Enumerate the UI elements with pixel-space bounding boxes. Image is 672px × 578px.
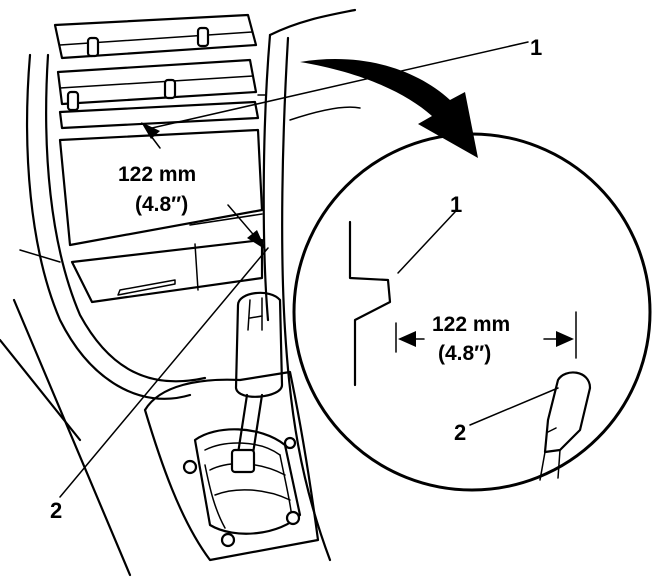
shift-lever xyxy=(230,291,284,474)
center-console xyxy=(0,8,361,577)
dimension-detail-in: (4.8″) xyxy=(438,342,491,365)
zoom-arrow xyxy=(300,59,478,158)
detail-view xyxy=(292,132,652,492)
dimension-detail-mm: 122 mm xyxy=(432,313,510,336)
leader-lines xyxy=(59,41,559,498)
radio-panel xyxy=(53,13,260,130)
dimension-arrows-detail xyxy=(395,311,577,359)
callout-1-main: 1 xyxy=(530,35,542,60)
dimension-main-mm: 122 mm xyxy=(118,163,196,186)
dimension-arrows-main xyxy=(141,122,266,250)
callout-2-detail: 2 xyxy=(454,420,466,445)
shifter-base xyxy=(143,370,320,562)
storage-compartment xyxy=(58,128,264,304)
callout-1-detail: 1 xyxy=(450,192,462,217)
dimension-main-in: (4.8″) xyxy=(135,193,188,216)
callout-2-main: 2 xyxy=(50,498,62,523)
